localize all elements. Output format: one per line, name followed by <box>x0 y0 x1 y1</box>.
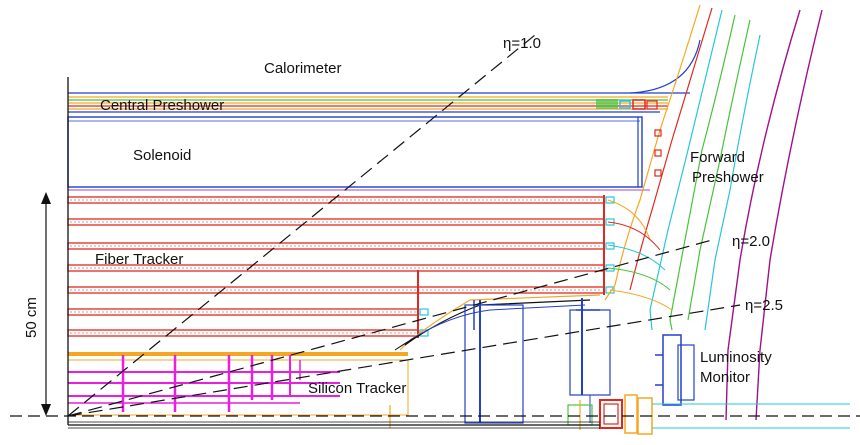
silicon-tracker-label: Silicon Tracker <box>308 380 406 397</box>
beam-axes <box>10 77 860 429</box>
eta-line-2 <box>67 239 713 417</box>
fiber-connector <box>419 308 429 316</box>
luminosity-monitor-label-line1: Luminosity <box>700 349 772 366</box>
fiber-connector <box>605 218 615 226</box>
forward-preshower-structure <box>604 4 823 421</box>
support-structures <box>389 298 611 428</box>
forward-preshower-label-line2: Preshower <box>692 169 764 186</box>
fiber-connector <box>605 264 615 272</box>
central-preshower-structure <box>68 39 701 113</box>
eta-label-1: η=1.0 <box>503 35 541 52</box>
silicon-tracker-structure <box>67 294 601 416</box>
scale-bar-label: 50 cm <box>23 297 40 338</box>
fiber-tracker-label: Fiber Tracker <box>95 251 183 268</box>
eta-line-1 <box>67 34 536 417</box>
central-preshower-label: Central Preshower <box>100 97 224 114</box>
fiber-connector <box>605 196 615 204</box>
luminosity-monitor-structure <box>567 334 850 435</box>
eta-label-2: η=2.0 <box>732 233 770 250</box>
calorimeter-label: Calorimeter <box>264 60 342 77</box>
eta-lines <box>67 34 741 417</box>
eta-line-3 <box>67 304 741 417</box>
forward-preshower-label-line1: Forward <box>690 149 745 166</box>
solenoid-label: Solenoid <box>133 147 191 164</box>
luminosity-monitor-label-line2: Monitor <box>700 369 750 386</box>
eta-label-3: η=2.5 <box>745 297 783 314</box>
scale-bar <box>41 192 51 416</box>
